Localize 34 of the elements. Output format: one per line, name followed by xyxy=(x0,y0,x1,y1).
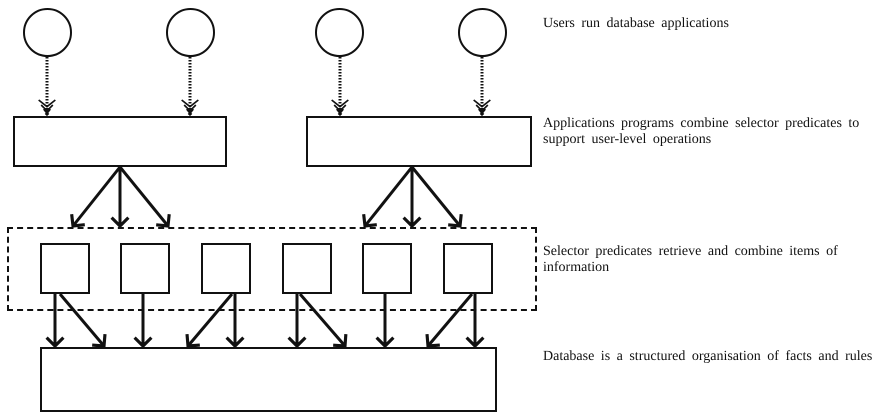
arrow xyxy=(287,294,307,348)
arrow xyxy=(58,293,107,348)
arrow xyxy=(118,166,171,228)
process-box xyxy=(40,347,497,412)
process-box xyxy=(201,243,251,294)
arrow xyxy=(425,293,474,348)
process-box xyxy=(362,243,412,294)
arrow xyxy=(110,167,130,228)
arrow xyxy=(362,166,414,228)
arrow xyxy=(185,293,234,348)
dashed-group-box xyxy=(7,227,537,311)
arrow xyxy=(465,294,485,348)
arrow xyxy=(70,166,122,228)
description-text: Database is a structured organisation of facts and rules xyxy=(543,349,874,365)
user-circle xyxy=(315,8,364,57)
user-circle xyxy=(166,8,215,57)
arrow xyxy=(133,294,153,348)
process-box xyxy=(443,243,493,294)
user-circle xyxy=(458,8,507,57)
arrow xyxy=(402,167,422,228)
process-box xyxy=(282,243,332,294)
application-box xyxy=(306,116,532,167)
arrow xyxy=(298,293,348,348)
description-text: Users run database applications xyxy=(543,16,730,32)
description-text: Applications programs combine selector predicates to support user-level operations xyxy=(543,116,860,148)
process-box xyxy=(40,243,90,294)
arrow xyxy=(225,294,245,348)
arrow xyxy=(375,294,395,348)
application-box xyxy=(13,116,227,167)
arrow xyxy=(45,294,65,348)
description-text: Selector predicates retrieve and combine items of information xyxy=(543,244,839,276)
user-circle xyxy=(23,8,72,57)
process-box xyxy=(120,243,170,294)
arrow xyxy=(410,166,463,228)
